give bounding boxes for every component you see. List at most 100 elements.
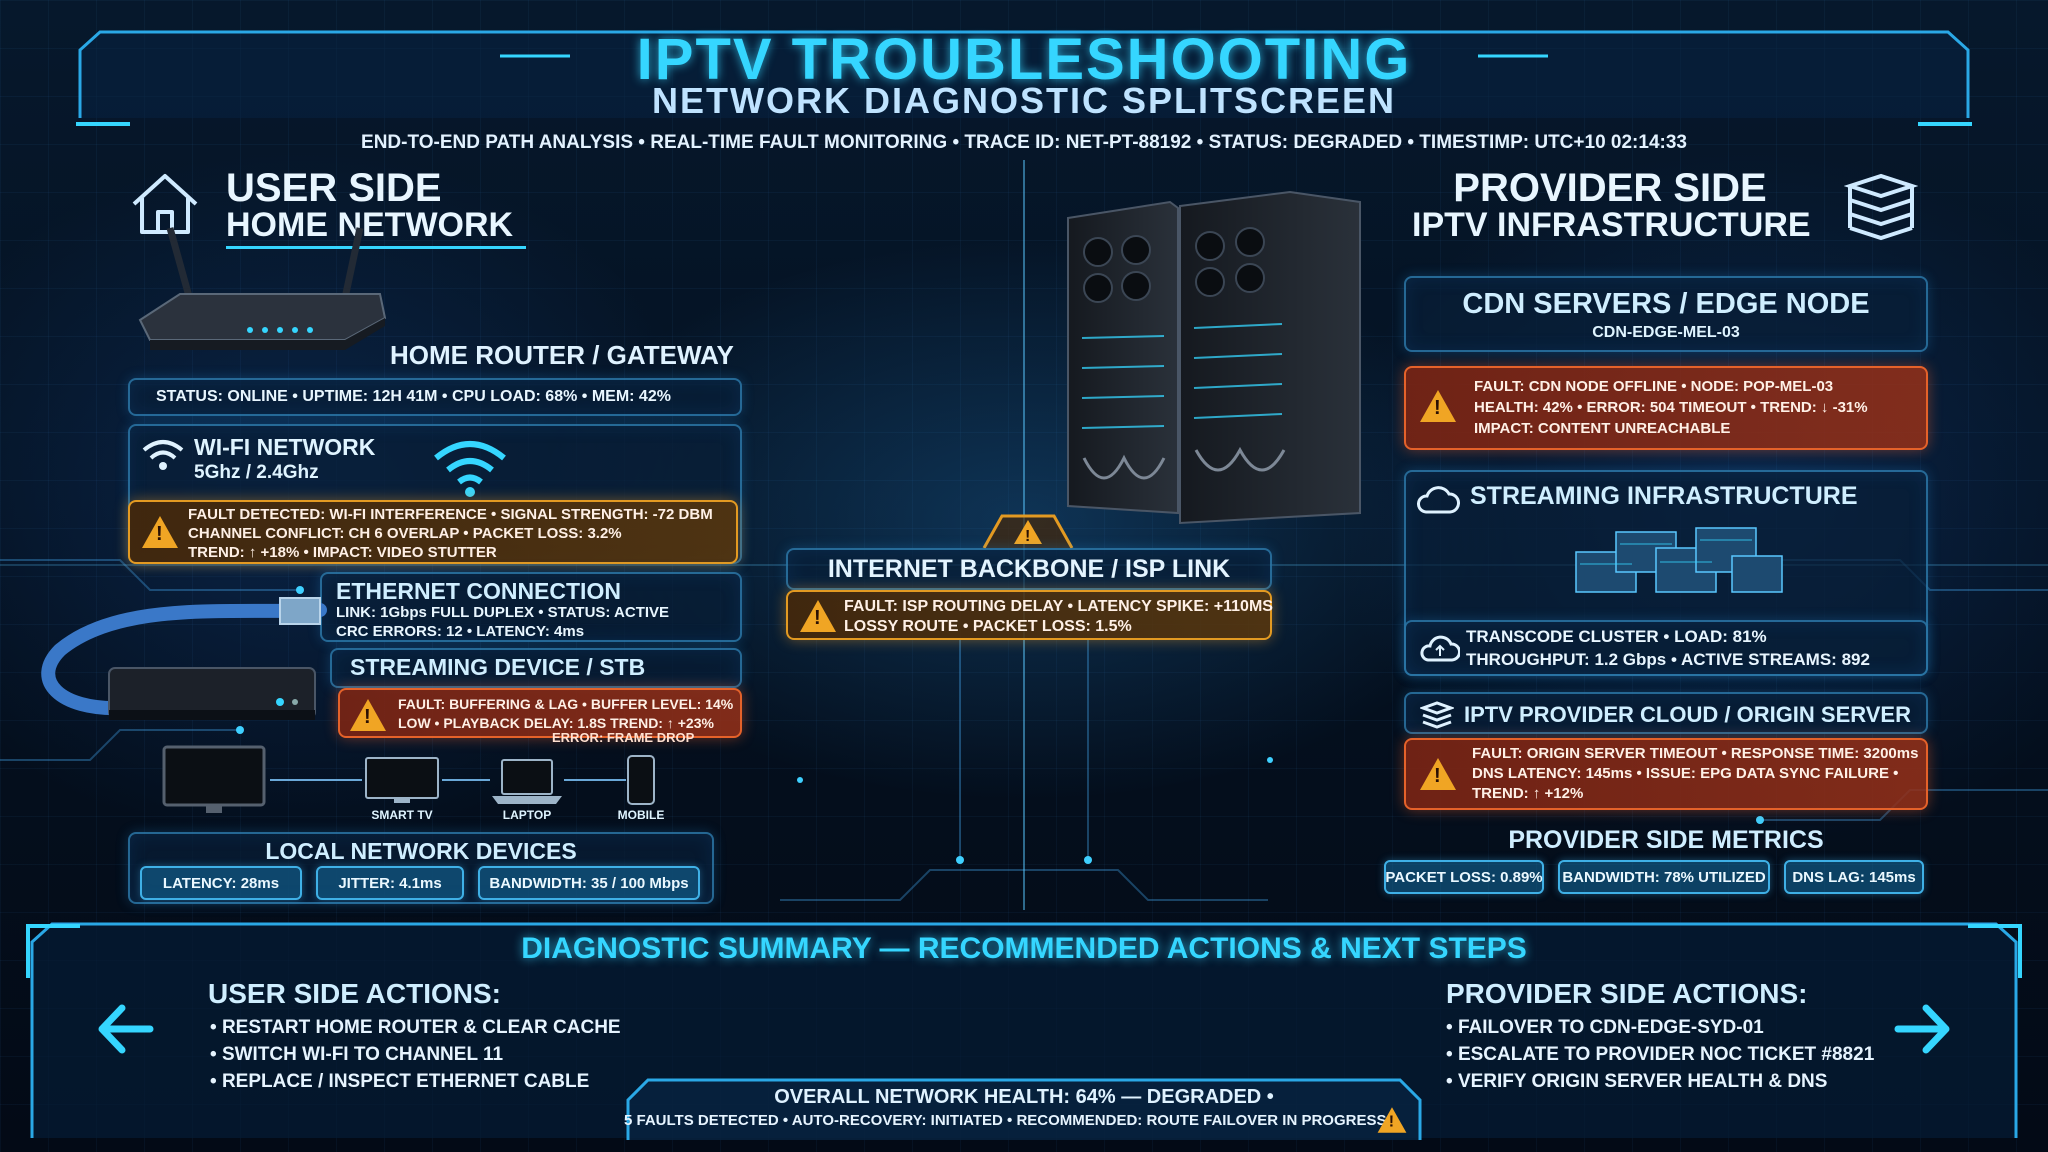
wifi-label: WI-FI NETWORK <box>194 434 376 460</box>
page-subtitle: NETWORK DIAGNOSTIC SPLITSCREEN <box>651 80 1397 121</box>
streaming-label: STREAMING INFRASTRUCTURE <box>1470 482 1858 510</box>
cdn-fault-box: FAULT: CDN NODE OFFLINE • NODE: POP-MEL-… <box>1404 366 1928 450</box>
stb-panel: STREAMING DEVICE / STB <box>330 648 742 688</box>
ethernet-line1: LINK: 1Gbps FULL DUPLEX • STATUS: ACTIVE <box>336 604 670 621</box>
provider-side-subtitle: IPTV INFRASTRUCTURE <box>1412 206 1811 244</box>
cloud-upload-icon <box>1420 635 1460 662</box>
warning-icon <box>1377 1107 1407 1133</box>
router-status-text: STATUS: ONLINE • UPTIME: 12h 41m • CPU L… <box>156 388 671 405</box>
monitor-image <box>162 745 266 813</box>
ethernet-panel: ETHERNET CONNECTION LINK: 1Gbps FULL DUP… <box>320 572 742 642</box>
cdn-fault-line2: HEALTH: 42% • ERROR: 504 TIMEOUT • TREND… <box>1474 399 1868 416</box>
provider-metrics-label: PROVIDER SIDE METRICS <box>1508 826 1824 854</box>
provider-actions-title: PROVIDER SIDE ACTIONS: <box>1446 978 1808 1009</box>
ethernet-line2: CRC ERRORS: 12 • LATENCY: 4ms <box>336 623 585 640</box>
local-devices-label: LOCAL NETWORK DEVICES <box>265 838 577 864</box>
router-image <box>138 227 387 350</box>
backbone-fault-line1: FAULT: ISP ROUTING DELAY • LATENCY SPIKE… <box>844 598 1273 615</box>
device-links <box>270 779 626 781</box>
bandwidth-chip: BANDWIDTH: 35 / 100 Mbps <box>478 866 700 900</box>
list-item: • ESCALATE TO PROVIDER NOC TICKET #8821 <box>1446 1044 1875 1065</box>
origin-fault-line1: FAULT: ORIGIN SERVER TIMEOUT • RESPONSE … <box>1472 745 1919 762</box>
origin-panel: IPTV PROVIDER CLOUD / ORIGIN SERVER <box>1404 692 1928 734</box>
wifi-fault-line3: TREND: ↑ +18% • IMPACT: VIDEO STUTTER <box>188 544 497 561</box>
list-item: • VERIFY ORIGIN SERVER HEALTH & DNS <box>1446 1071 1828 1092</box>
backbone-fault-line2: LOSSY ROUTE • PACKET LOSS: 1.5% <box>844 618 1132 635</box>
header-frame <box>76 30 1972 126</box>
list-item: • FAILOVER TO CDN-EDGE-SYD-01 <box>1446 1017 1764 1038</box>
user-side-subtitle: HOME NETWORK <box>226 206 514 244</box>
warning-icon <box>1420 758 1456 790</box>
stb-fault-line1: FAULT: BUFFERING & LAG • BUFFER LEVEL: 1… <box>398 696 734 712</box>
user-actions-list: • RESTART HOME ROUTER & CLEAR CACHE • SW… <box>210 1014 621 1095</box>
laptop-label: LAPTOP <box>502 808 552 822</box>
origin-fault-box: FAULT: ORIGIN SERVER TIMEOUT • RESPONSE … <box>1404 738 1928 810</box>
mobile-label: MOBILE <box>617 808 665 822</box>
dns-lag-chip: DNS LAG: 145ms <box>1784 860 1924 894</box>
cdn-fault-line1: FAULT: CDN NODE OFFLINE • NODE: POP-MEL-… <box>1474 378 1834 395</box>
warning-icon <box>800 600 836 632</box>
router-label: HOME ROUTER / GATEWAY <box>390 340 734 370</box>
warning-icon <box>1420 390 1456 422</box>
packet-loss-chip: PACKET LOSS: 0.89% <box>1384 860 1544 894</box>
trace-info-bar: END-TO-END PATH ANALYSIS • REAL-TIME FAU… <box>361 132 1687 153</box>
origin-fault-line3: TREND: ↑ +12% <box>1472 785 1584 802</box>
jitter-chip: JITTER: 4.1ms <box>316 866 464 900</box>
transcode-panel: TRANSCODE CLUSTER • LOAD: 81% THROUGHPUT… <box>1404 620 1928 676</box>
server-rack-image <box>1067 190 1361 525</box>
wifi-signal-icon <box>434 441 506 497</box>
cdn-panel: CDN SERVERS / EDGE NODE CDN-EDGE-MEL-03 <box>1404 276 1928 352</box>
latency-chip: LATENCY: 28ms <box>140 866 302 900</box>
arrow-right-icon[interactable] <box>1892 1000 1954 1058</box>
summary-title: DIAGNOSTIC SUMMARY — RECOMMENDED ACTIONS… <box>521 932 1527 965</box>
origin-server-icon <box>1420 701 1454 729</box>
provider-side-title: PROVIDER SIDE <box>1453 166 1767 210</box>
arrow-left-icon[interactable] <box>94 1000 156 1058</box>
network-health-status: OVERALL NETWORK HEALTH: 64% — DEGRADED • <box>774 1086 1274 1108</box>
wifi-fault-line2: CHANNEL CONFLICT: CH 6 OVERLAP • PACKET … <box>188 525 622 542</box>
transcode-line2: THROUGHPUT: 1.2 Gbps • ACTIVE STREAMS: 8… <box>1466 650 1870 669</box>
wifi-icon <box>142 440 184 470</box>
cdn-node-id: CDN-EDGE-MEL-03 <box>1592 324 1740 341</box>
health-status-frame <box>626 1078 1422 1140</box>
origin-label: IPTV PROVIDER CLOUD / ORIGIN SERVER <box>1464 702 1911 727</box>
home-icon <box>132 174 198 234</box>
origin-fault-line2: DNS LATENCY: 145ms • ISSUE: EPG DATA SYN… <box>1472 765 1899 782</box>
wifi-bands: 5Ghz / 2.4Ghz <box>194 462 319 483</box>
health-detail: 5 FAULTS DETECTED • AUTO-RECOVERY: INITI… <box>624 1112 1387 1129</box>
server-stack-icon <box>1844 173 1918 241</box>
list-item: • RESTART HOME ROUTER & CLEAR CACHE <box>210 1017 621 1038</box>
list-item: • SWITCH WI-FI TO CHANNEL 11 <box>210 1044 504 1065</box>
backbone-label: INTERNET BACKBONE / ISP LINK <box>827 555 1231 583</box>
stb-fault-box: FAULT: BUFFERING & LAG • BUFFER LEVEL: 1… <box>338 688 742 738</box>
wifi-fault-box: FAULT DETECTED: WI-FI INTERFERENCE • SIG… <box>128 500 738 564</box>
cdn-label: CDN SERVERS / EDGE NODE <box>1462 288 1870 320</box>
stb-fault-line2: LOW • PLAYBACK DELAY: 1.8s TREND: ↑ +23% <box>398 715 714 731</box>
warning-icon <box>350 699 386 731</box>
router-status-panel: STATUS: ONLINE • UPTIME: 12h 41m • CPU L… <box>128 378 742 416</box>
ethernet-cable-image <box>41 597 327 716</box>
provider-bandwidth-chip: BANDWIDTH: 78% UTILIZED <box>1558 860 1770 894</box>
wifi-fault-line1: FAULT DETECTED: WI-FI INTERFERENCE • SIG… <box>188 506 713 523</box>
transcode-cluster-image <box>1575 527 1783 593</box>
stb-fault-line3: ERROR: FRAME DROP <box>552 730 695 745</box>
svg-text:!: ! <box>1025 528 1030 545</box>
cdn-fault-line3: IMPACT: CONTENT UNREACHABLE <box>1474 420 1731 437</box>
backbone-fault-box: FAULT: ISP ROUTING DELAY • LATENCY SPIKE… <box>786 590 1273 640</box>
user-actions-title: USER SIDE ACTIONS: <box>208 978 501 1009</box>
stb-device-image <box>108 667 316 720</box>
summary-frame <box>26 922 2022 1138</box>
warning-icon <box>142 516 178 548</box>
backbone-panel: INTERNET BACKBONE / ISP LINK <box>786 548 1272 590</box>
ethernet-label: ETHERNET CONNECTION <box>336 578 621 604</box>
transcode-line1: TRANSCODE CLUSTER • LOAD: 81% <box>1466 627 1767 646</box>
user-side-title: USER SIDE <box>226 166 442 210</box>
provider-actions-list: • FAILOVER TO CDN-EDGE-SYD-01 • ESCALATE… <box>1446 1014 1874 1095</box>
list-item: • REPLACE / INSPECT ETHERNET CABLE <box>210 1071 590 1092</box>
backbone-warning-marker: ! <box>982 514 1074 549</box>
stb-label: STREAMING DEVICE / STB <box>350 654 646 680</box>
smart-tv-label: SMART TV <box>371 808 433 822</box>
cloud-icon <box>1417 486 1460 514</box>
title-underline <box>226 246 526 249</box>
laptop-icon <box>492 759 562 804</box>
